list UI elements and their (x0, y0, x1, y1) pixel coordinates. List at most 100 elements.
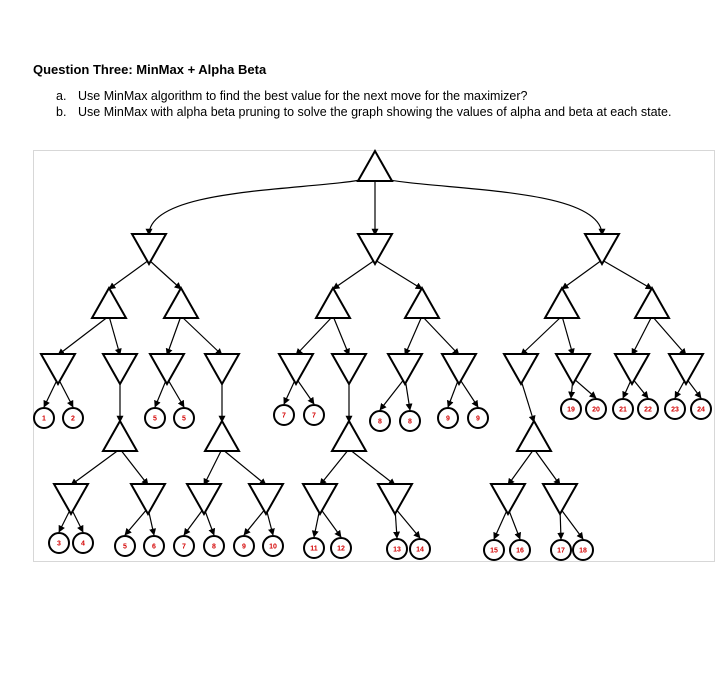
leaf-value: 8 (378, 419, 382, 426)
leaf-value: 21 (619, 407, 627, 414)
leaf-value: 18 (579, 548, 587, 555)
leaf-value: 15 (490, 548, 498, 555)
leaf-node (143, 535, 165, 557)
min-node (203, 353, 241, 387)
tree-edge (533, 448, 561, 486)
leaf-node (48, 532, 70, 554)
leaf-edge (559, 507, 584, 540)
leaf-value: 19 (567, 407, 575, 414)
tree-edge (119, 448, 149, 486)
max-node (543, 285, 581, 319)
leaf-value: 5 (153, 416, 157, 423)
leaf-node (33, 407, 55, 429)
leaf-value: 9 (446, 416, 450, 423)
max-node (314, 285, 352, 319)
tree-edge (520, 315, 563, 356)
leaf-node (437, 407, 459, 429)
item-text: Use MinMax with alpha beta pruning to so… (78, 105, 672, 119)
tree-edge (57, 315, 110, 356)
leaf-node (303, 404, 325, 426)
tree-edge (378, 177, 606, 236)
leaf-node (144, 407, 166, 429)
min-node (185, 483, 223, 517)
tree-edge (404, 315, 423, 356)
leaf-edge (243, 507, 267, 536)
leaf-value: 16 (516, 548, 524, 555)
min-node (554, 353, 592, 387)
min-node (247, 483, 285, 517)
leaf-node (409, 538, 431, 560)
leaf-value: 8 (408, 419, 412, 426)
min-node (129, 483, 167, 517)
leaf-node (262, 535, 284, 557)
leaf-value: 1 (42, 416, 46, 423)
min-node (301, 483, 339, 517)
tree-edge (319, 448, 350, 486)
min-node (502, 353, 540, 387)
leaf-edge (572, 377, 597, 399)
min-node (376, 483, 414, 517)
leaf-value: 2 (71, 416, 75, 423)
tree-edge (631, 315, 653, 356)
tree-edge (148, 259, 182, 290)
leaf-node (509, 539, 531, 561)
leaf-value: 13 (393, 547, 401, 554)
leaf-edge (57, 377, 74, 408)
tree-edge (108, 315, 122, 356)
leaf-edge (631, 377, 649, 399)
tree-edge (561, 315, 575, 356)
max-node (515, 418, 553, 452)
leaf-edge (458, 377, 479, 408)
tree-edge (507, 448, 535, 486)
tree-edge (221, 448, 267, 486)
max-node (330, 418, 368, 452)
question-list: a. Use MinMax algorithm to find the best… (56, 88, 696, 120)
leaf-node (664, 398, 686, 420)
max-node (403, 285, 441, 319)
leaf-node (173, 407, 195, 429)
leaf-value: 17 (557, 548, 565, 555)
leaf-edge (446, 377, 460, 408)
min-node (356, 233, 394, 267)
leaf-value: 9 (476, 416, 480, 423)
min-node (541, 483, 579, 517)
tree-edge (561, 259, 603, 290)
item-text: Use MinMax algorithm to find the best va… (78, 89, 528, 103)
leaf-node (114, 535, 136, 557)
leaf-node (369, 410, 391, 432)
leaf-value: 7 (312, 413, 316, 420)
tree-edge (332, 259, 376, 290)
leaf-value: 6 (152, 544, 156, 551)
leaf-node (386, 538, 408, 560)
leaf-edge (379, 377, 406, 411)
question-item-b: b. Use MinMax with alpha beta pruning to… (56, 104, 696, 120)
item-marker: a. (56, 89, 67, 103)
min-node (39, 353, 77, 387)
leaf-edge (154, 377, 168, 408)
min-node (489, 483, 527, 517)
leaf-node (399, 410, 421, 432)
tree-edge (70, 448, 121, 486)
leaf-value: 4 (81, 541, 85, 548)
tree-edge (203, 448, 223, 486)
tree-edge (165, 315, 182, 356)
tree-edge (145, 177, 372, 236)
min-node (130, 233, 168, 267)
tree-edge (520, 379, 536, 423)
leaf-node (467, 407, 489, 429)
question-item-a: a. Use MinMax algorithm to find the best… (56, 88, 696, 104)
tree-edge (601, 259, 653, 290)
leaf-node (572, 539, 594, 561)
min-node (52, 483, 90, 517)
max-node (633, 285, 671, 319)
max-node (90, 285, 128, 319)
leaf-node (303, 537, 325, 559)
tree-edge (295, 315, 334, 356)
leaf-node (173, 535, 195, 557)
min-node (667, 353, 705, 387)
game-tree-frame (33, 150, 715, 562)
leaf-node (612, 398, 634, 420)
leaf-edge (319, 507, 342, 538)
leaf-edge (166, 377, 185, 408)
leaf-value: 14 (416, 547, 424, 554)
